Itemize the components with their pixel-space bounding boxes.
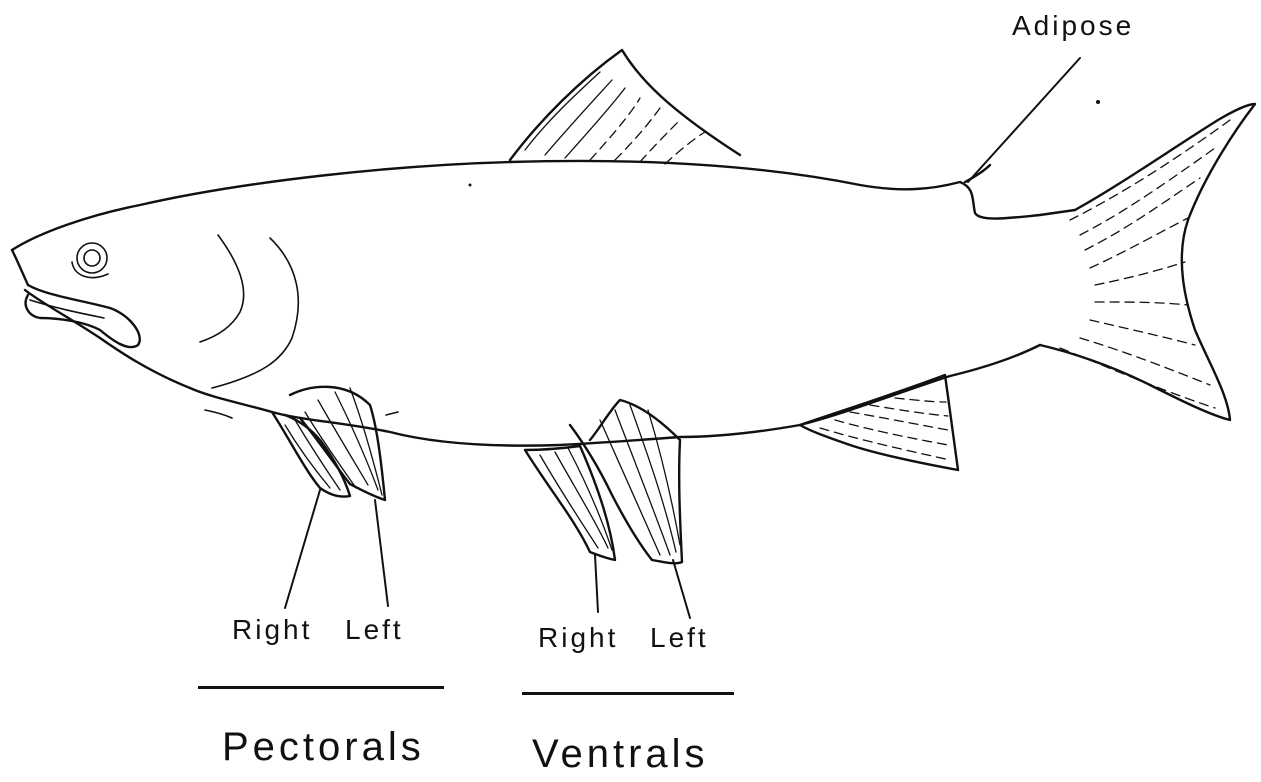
anal-fin xyxy=(800,375,958,470)
pectoral-right-label: Right xyxy=(232,614,312,646)
pectorals-divider xyxy=(198,686,444,689)
pectoral-left-label: Left xyxy=(345,614,404,646)
fish-body xyxy=(12,100,1100,446)
ventral-right-label: Right xyxy=(538,622,618,654)
ventral-left-label: Left xyxy=(650,622,709,654)
adipose-fin xyxy=(965,58,1080,182)
adipose-label: Adipose xyxy=(1012,10,1134,42)
ventrals-divider xyxy=(522,692,734,695)
pectoral-fins xyxy=(272,387,388,608)
ventral-fins xyxy=(525,400,690,618)
caudal-fin xyxy=(1040,104,1255,420)
dorsal-fin xyxy=(510,50,740,164)
pectorals-heading: Pectorals xyxy=(222,725,425,770)
ventrals-heading: Ventrals xyxy=(532,732,709,777)
